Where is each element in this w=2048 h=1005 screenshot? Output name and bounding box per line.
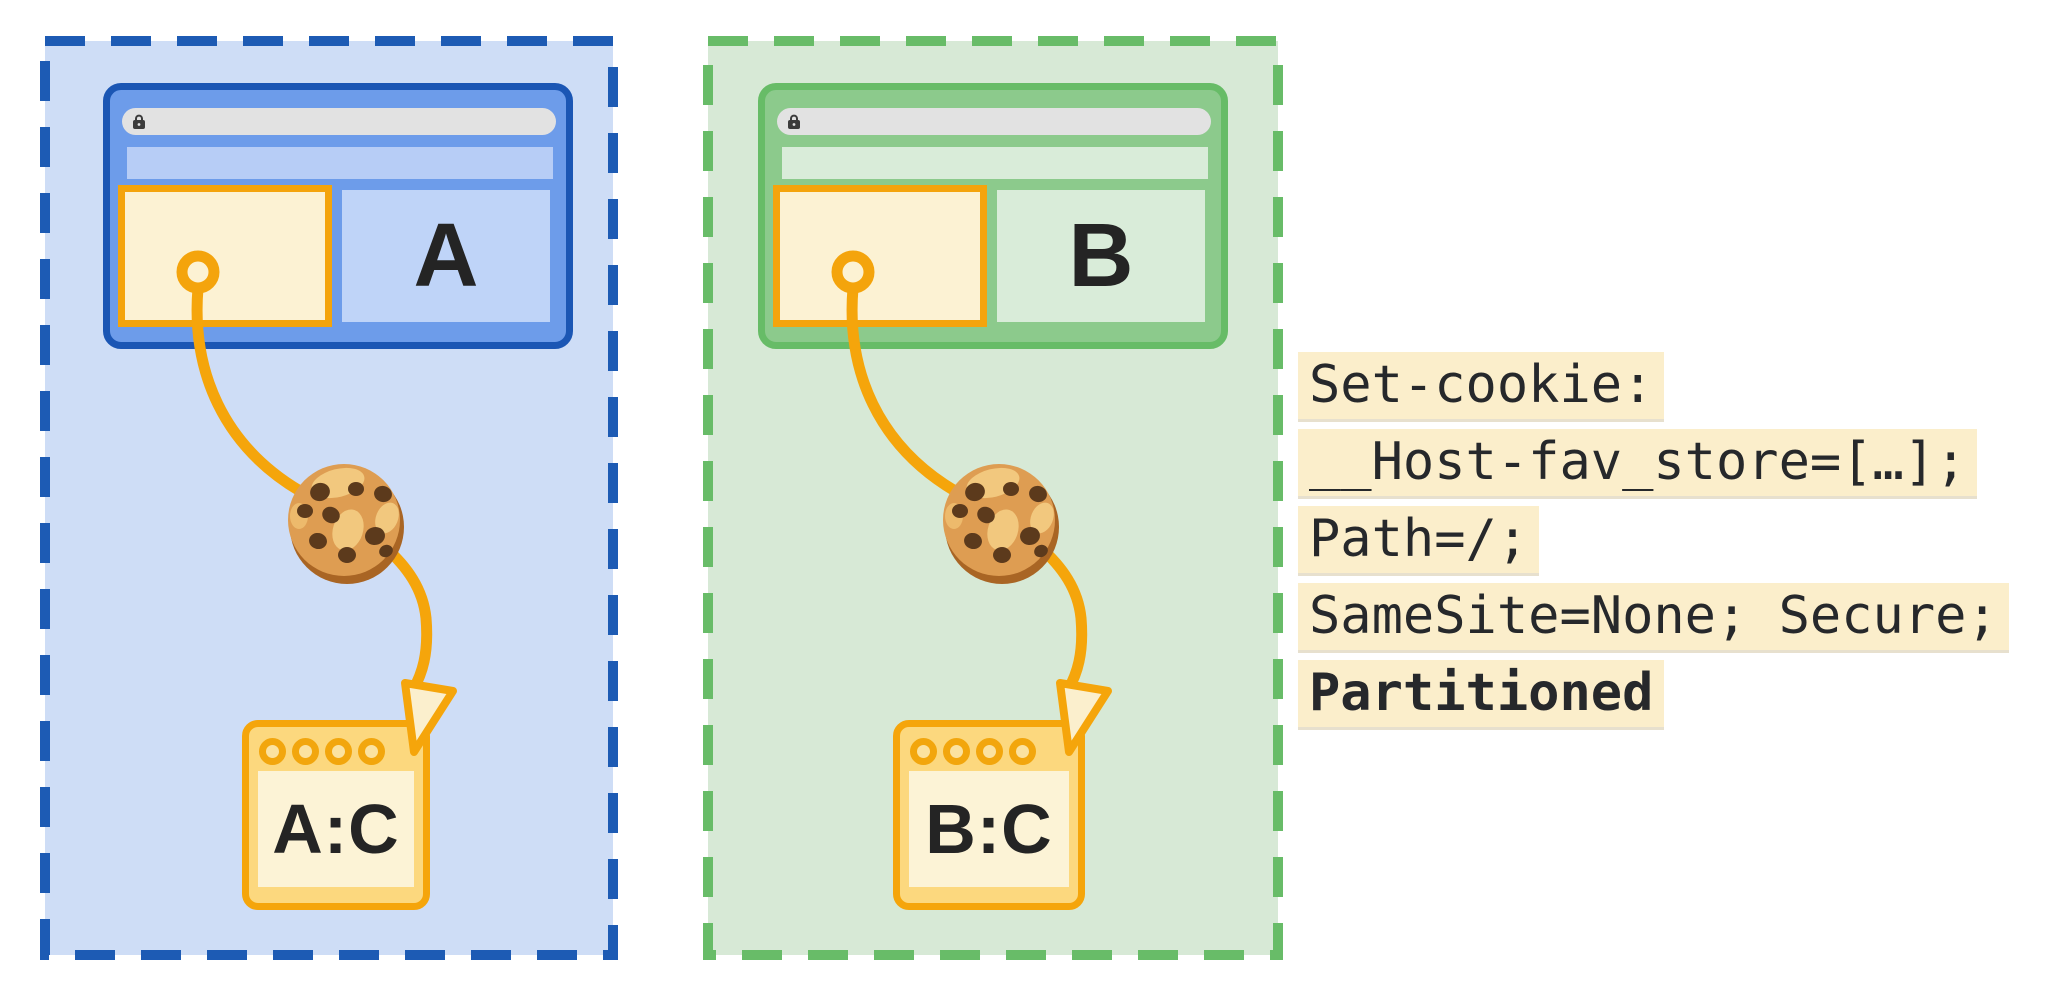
- toolbar-band: [782, 147, 1208, 179]
- address-bar: [777, 108, 1211, 135]
- toolbar-band: [127, 147, 553, 179]
- embedded-iframe-b: [773, 185, 987, 327]
- address-bar: [122, 108, 556, 135]
- dot-icon: [325, 738, 352, 765]
- lock-icon: [788, 114, 800, 129]
- code-line: Partitioned: [1298, 660, 2009, 727]
- cookie-icon: [288, 462, 404, 584]
- cookie-icon: [943, 462, 1059, 584]
- code-line: Path=/;: [1298, 506, 2009, 573]
- code-line: SameSite=None; Secure;: [1298, 583, 2009, 650]
- code-line: Set-cookie:: [1298, 352, 2009, 419]
- dot-icon: [358, 738, 385, 765]
- storage-dots: [259, 738, 391, 765]
- storage-dots: [910, 738, 1042, 765]
- site-b-pane: B: [997, 190, 1205, 322]
- storage-b-label: B:C: [925, 790, 1053, 868]
- partition-storage-b: B:C: [893, 720, 1085, 910]
- site-a-label: A: [413, 205, 479, 306]
- storage-a-inner: A:C: [258, 771, 414, 887]
- embedded-iframe-a: [118, 185, 332, 327]
- code-line: __Host-fav_store=[…];: [1298, 429, 2009, 496]
- site-b-label: B: [1068, 205, 1134, 306]
- dot-icon: [976, 738, 1003, 765]
- dot-icon: [1009, 738, 1036, 765]
- site-a-pane: A: [342, 190, 550, 322]
- storage-b-inner: B:C: [909, 771, 1069, 887]
- partition-storage-a: A:C: [242, 720, 430, 910]
- storage-a-label: A:C: [272, 790, 400, 868]
- dot-icon: [943, 738, 970, 765]
- dot-icon: [910, 738, 937, 765]
- dot-icon: [259, 738, 286, 765]
- set-cookie-header-snippet: Set-cookie: __Host-fav_store=[…]; Path=/…: [1298, 352, 2009, 737]
- dot-icon: [292, 738, 319, 765]
- browser-window-site-a: A: [103, 83, 573, 349]
- browser-window-site-b: B: [758, 83, 1228, 349]
- lock-icon: [133, 114, 145, 129]
